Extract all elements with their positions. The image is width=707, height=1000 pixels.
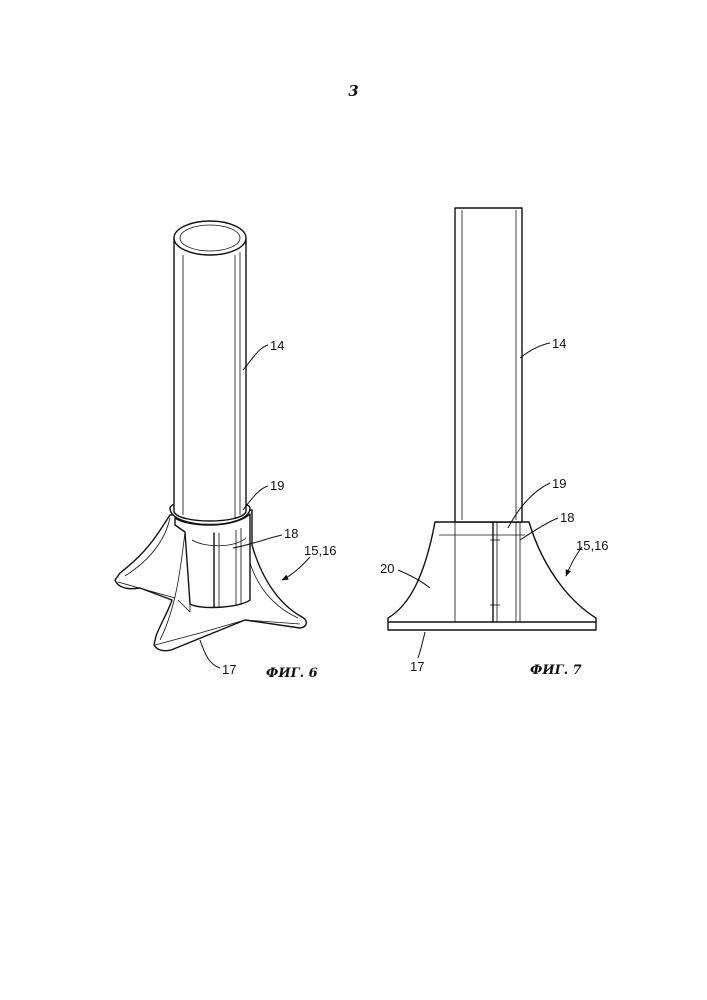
fig6-tube — [174, 221, 246, 521]
figure-7-drawing: 14 19 18 15,16 20 17 ФИГ. 7 — [380, 208, 609, 678]
fig7-base — [388, 522, 596, 630]
fig6-label-base-assembly: 15,16 — [304, 543, 337, 558]
fig6-label-rib: 18 — [284, 526, 298, 541]
fig7-caption: ФИГ. 7 — [530, 663, 582, 678]
figure-6-drawing: 14 19 18 15,16 17 ФИГ. 6 — [115, 221, 337, 681]
fig6-label-tube: 14 — [270, 338, 284, 353]
fig7-label-collar: 19 — [552, 476, 566, 491]
fig7-label-flare: 20 — [380, 561, 394, 576]
fig6-label-foot: 17 — [222, 662, 236, 677]
fig7-label-base-assembly: 15,16 — [576, 538, 609, 553]
fig6-caption: ФИГ. 6 — [266, 666, 318, 681]
fig7-tube — [455, 208, 522, 522]
fig6-label-collar: 19 — [270, 478, 284, 493]
fig7-label-tube: 14 — [552, 336, 566, 351]
fig7-label-rib: 18 — [560, 510, 574, 525]
fig7-label-foot: 17 — [410, 659, 424, 674]
